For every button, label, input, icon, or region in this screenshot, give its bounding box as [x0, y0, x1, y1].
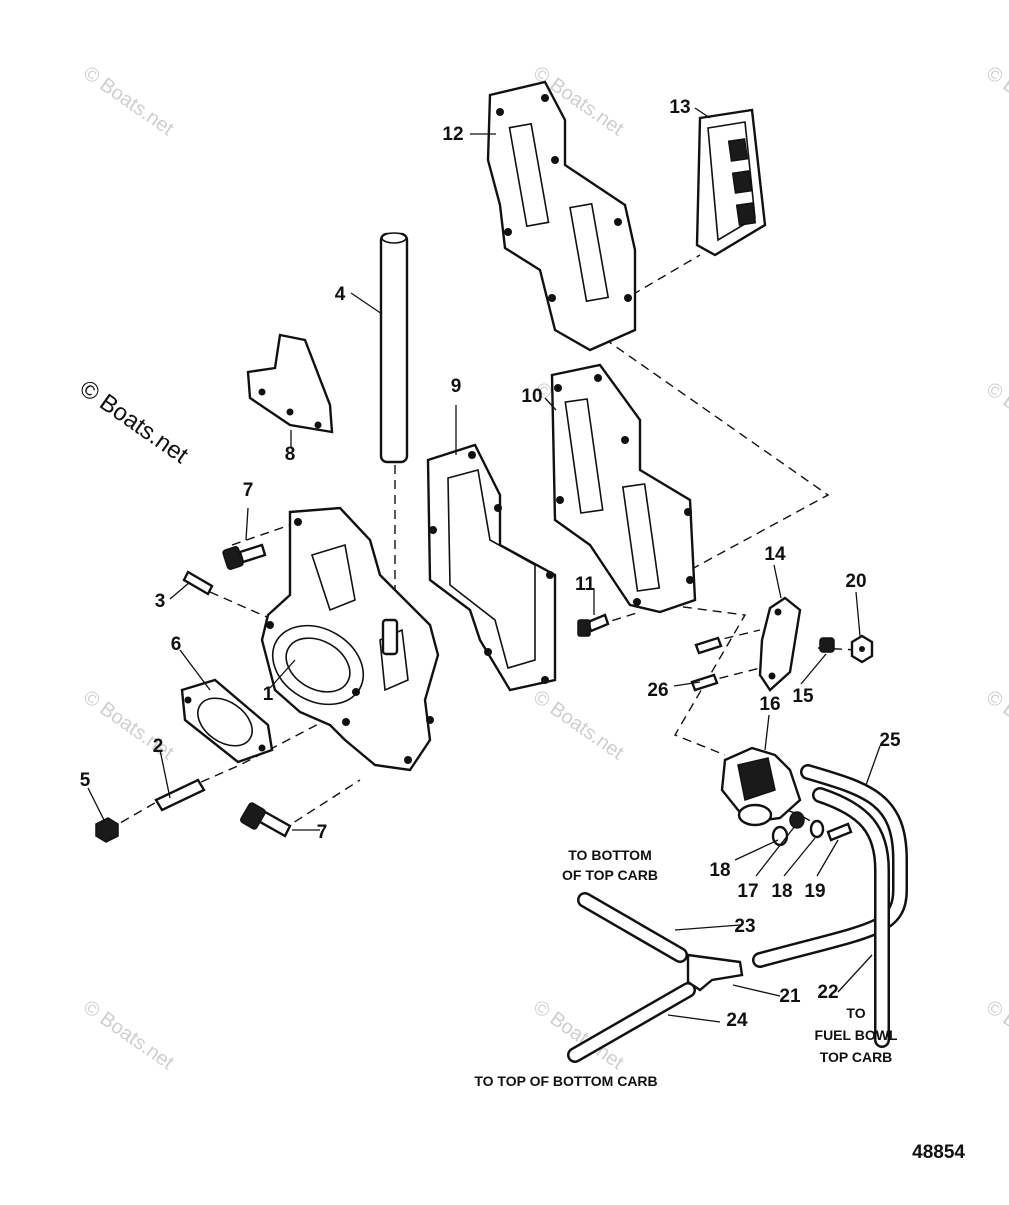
part-22-hose — [812, 787, 890, 1048]
callout-3: 3 — [155, 591, 166, 612]
callout-17: 17 — [737, 881, 758, 902]
part-26-screws — [690, 636, 723, 692]
watermark-10: © Boats.net — [79, 996, 178, 1074]
callout-9: 9 — [451, 376, 462, 397]
part-16-fuel-fitting — [720, 746, 802, 827]
callout-25: 25 — [879, 730, 901, 751]
note-to-top-of-bottom-carb: TO TOP OF BOTTOM CARB — [474, 1073, 657, 1089]
leader-lines — [87, 107, 881, 1023]
destination-notes: TO BOTTOM OF TOP CARB TO FUEL BOWL TOP C… — [474, 847, 898, 1089]
callout-8: 8 — [285, 444, 296, 465]
callout-7a: 7 — [243, 480, 254, 501]
part-9-gasket — [426, 443, 557, 692]
watermark-12: © Boats.net — [982, 996, 1009, 1074]
part-2-stud — [154, 778, 206, 812]
part-7-bolt-lower — [240, 802, 292, 838]
callout-16: 16 — [759, 694, 780, 715]
part-24-hose — [567, 982, 696, 1063]
callout-26: 26 — [647, 680, 668, 701]
callout-labels: 1 2 3 4 5 6 7 7 8 9 10 11 12 13 14 15 16… — [80, 97, 901, 1031]
callout-13: 13 — [669, 97, 690, 118]
watermark-8: © Boats.net — [529, 686, 628, 764]
part-18-washer-a — [771, 825, 789, 847]
part-8-plate — [246, 333, 334, 434]
part-4-tube — [379, 232, 409, 464]
callout-21: 21 — [779, 986, 801, 1007]
part-19-screw — [826, 822, 853, 842]
part-3-pin — [182, 570, 214, 596]
callout-10: 10 — [521, 386, 542, 407]
note-to-bottom-of-top-carb-line-1: TO BOTTOM — [568, 847, 651, 863]
note-fuel-bowl-line-3: TOP CARB — [820, 1049, 893, 1065]
part-14-bracket — [758, 596, 802, 692]
part-10-gasket — [550, 363, 697, 614]
callout-7b: 7 — [317, 822, 328, 843]
part-21-tee-fitting — [686, 953, 744, 992]
part-25-hose — [752, 764, 908, 968]
callout-12: 12 — [442, 124, 463, 145]
callout-20: 20 — [845, 571, 866, 592]
note-fuel-bowl-line-2: FUEL BOWL — [815, 1027, 898, 1043]
callout-19: 19 — [804, 881, 825, 902]
callout-18b: 18 — [771, 881, 792, 902]
part-20-nut — [850, 634, 874, 664]
part-6-flange-gasket — [180, 678, 274, 764]
part-23-hose — [577, 892, 688, 963]
callout-14: 14 — [764, 544, 786, 565]
figure-id: 48854 — [912, 1142, 965, 1163]
callout-22: 22 — [817, 982, 838, 1003]
callout-11: 11 — [575, 574, 596, 595]
note-fuel-bowl-line-1: TO — [846, 1005, 865, 1021]
callout-4: 4 — [335, 284, 346, 305]
part-5-nut — [95, 817, 119, 843]
part-11-screw — [577, 613, 610, 637]
callout-1: 1 — [263, 684, 274, 705]
part-18-washer-b — [809, 819, 825, 839]
watermark-4: © Boats.net — [75, 375, 194, 469]
callout-23: 23 — [734, 916, 755, 937]
callout-18a: 18 — [709, 860, 730, 881]
part-1-intake-manifold — [260, 506, 440, 772]
callout-15: 15 — [792, 686, 814, 707]
watermark-1: © Boats.net — [79, 62, 178, 140]
part-12-reed-gasket — [486, 80, 637, 352]
note-to-bottom-of-top-carb-line-2: OF TOP CARB — [562, 867, 658, 883]
part-13-reed-block — [695, 108, 767, 257]
callout-2: 2 — [153, 736, 164, 757]
watermark-9: © Boats.net — [982, 686, 1009, 764]
part-15-spacer — [819, 637, 835, 653]
watermark-3: © Boats.net — [982, 62, 1009, 140]
part-7-bolt-upper — [222, 543, 267, 570]
callout-5: 5 — [80, 770, 91, 791]
callout-6: 6 — [171, 634, 182, 655]
part-17-bushing — [789, 811, 805, 829]
watermark-6: © Boats.net — [982, 378, 1009, 456]
callout-24: 24 — [726, 1010, 748, 1031]
